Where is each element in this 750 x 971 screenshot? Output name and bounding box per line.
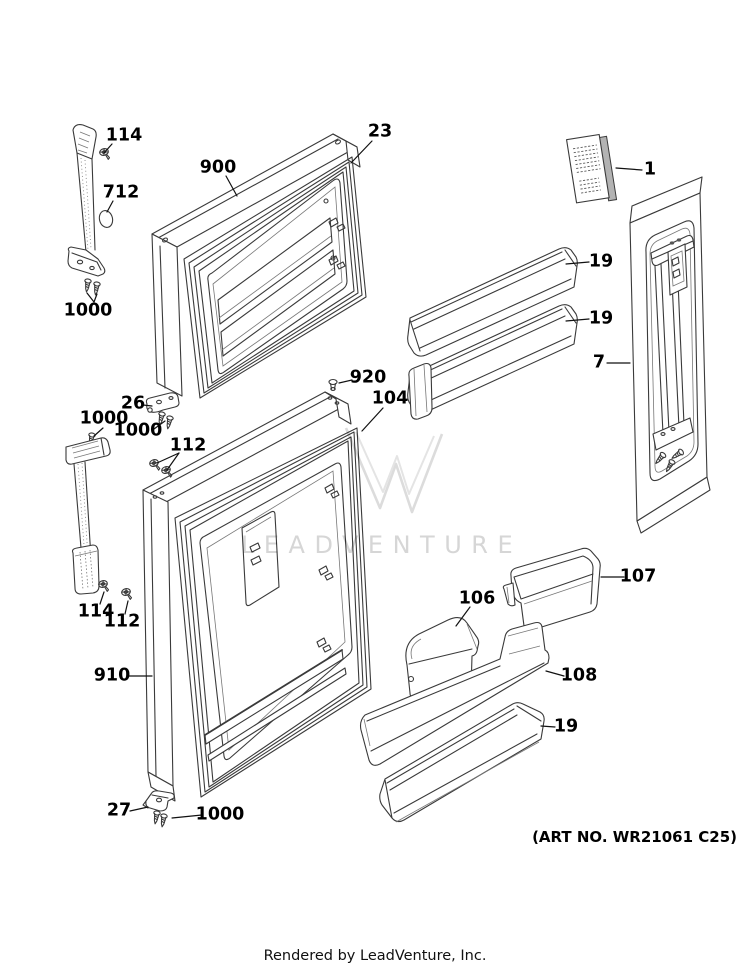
fresh-food-door-drawing bbox=[142, 391, 372, 802]
label-card-drawing bbox=[566, 133, 618, 204]
part-callout-27: 27 bbox=[106, 800, 132, 821]
screw-114-lower-drawing bbox=[97, 579, 110, 594]
small-door-bin-drawing bbox=[502, 547, 601, 632]
part-callout-23: 23 bbox=[367, 121, 393, 142]
part-callout-7: 7 bbox=[592, 352, 606, 373]
shelf-rail-drawing bbox=[359, 621, 550, 766]
part-callout-19: 19 bbox=[588, 308, 614, 329]
trim-ring-712-drawing bbox=[98, 210, 114, 228]
callout-leader-lines bbox=[86, 140, 643, 819]
watermark-text: LEADVENTURE bbox=[241, 531, 523, 559]
part-callout-112: 112 bbox=[169, 435, 207, 456]
render-credit-footer: Rendered by LeadVenture, Inc. bbox=[263, 948, 487, 964]
screw-920-drawing bbox=[328, 378, 338, 391]
part-callout-920: 920 bbox=[349, 367, 387, 388]
part-callout-19: 19 bbox=[553, 716, 579, 737]
part-callout-1000: 1000 bbox=[113, 420, 163, 441]
art-number: (ART NO. WR21061 C25) bbox=[532, 828, 737, 846]
part-callout-1000: 1000 bbox=[63, 300, 113, 321]
part-callout-910: 910 bbox=[93, 665, 131, 686]
part-callout-107: 107 bbox=[619, 566, 657, 587]
screw-114-top-drawing bbox=[98, 147, 111, 162]
part-callout-114: 114 bbox=[105, 125, 143, 146]
door-bin-upper-drawing bbox=[407, 247, 578, 357]
part-callout-1000: 1000 bbox=[79, 408, 129, 429]
part-callout-114: 114 bbox=[77, 601, 115, 622]
handle-kit-package-drawing bbox=[629, 176, 711, 534]
freezer-door-handle-drawing bbox=[67, 124, 106, 296]
part-callout-712: 712 bbox=[102, 182, 140, 203]
bottom-hinge-27-drawing bbox=[142, 790, 175, 828]
part-callout-900: 900 bbox=[199, 157, 237, 178]
part-callout-106: 106 bbox=[458, 588, 496, 609]
freezer-door-drawing bbox=[151, 133, 367, 399]
part-callout-1: 1 bbox=[643, 159, 657, 180]
part-callout-19: 19 bbox=[588, 251, 614, 272]
part-callout-1000: 1000 bbox=[195, 804, 245, 825]
part-callout-26: 26 bbox=[120, 393, 146, 414]
part-callout-104: 104 bbox=[371, 388, 409, 409]
fresh-food-door-handle-drawing bbox=[65, 431, 111, 595]
part-callout-108: 108 bbox=[560, 665, 598, 686]
watermark-logo bbox=[344, 427, 444, 514]
part-callout-112: 112 bbox=[103, 611, 141, 632]
screw-112-lower-drawing bbox=[120, 587, 133, 602]
lower-door-bin-drawing bbox=[379, 702, 545, 823]
door-bin-end-cap-drawing bbox=[408, 362, 433, 420]
top-hinge-26-drawing bbox=[145, 392, 180, 430]
